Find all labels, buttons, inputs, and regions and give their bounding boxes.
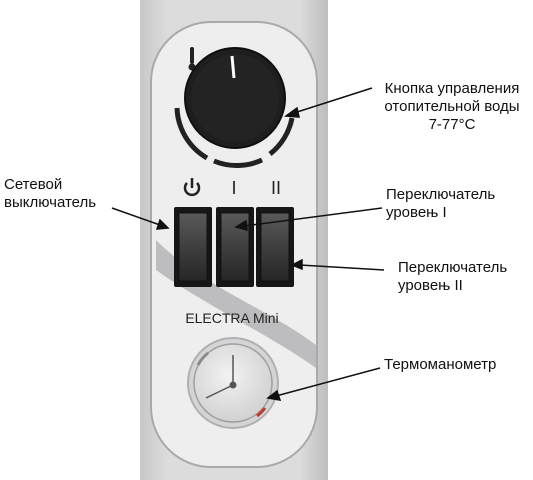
thermomanometer-gauge <box>187 337 279 429</box>
switch-symbol-level1: I <box>231 178 236 198</box>
label-switch-level2-line1: Переключатель <box>398 259 508 276</box>
label-knob-line1: Кнопка управления <box>384 80 520 97</box>
power-switch[interactable] <box>174 207 212 287</box>
model-label: ELECTRA Mini <box>185 310 278 326</box>
gauge-needle-2 <box>205 384 234 399</box>
label-knob-line2: отопительной воды <box>384 98 520 115</box>
label-knob-line3: 7-77°С <box>428 116 476 133</box>
gauge-scale-arc <box>196 351 209 366</box>
switch-level1[interactable] <box>216 207 254 287</box>
power-icon <box>183 178 201 197</box>
knob-scale-arc <box>174 107 295 169</box>
label-switch-level1: Переключатель уровењ I <box>386 186 495 222</box>
knob-indicator <box>230 55 236 79</box>
label-switch-level2-line2: уровењ II <box>398 277 463 294</box>
label-switch-level1-line1: Переключатель <box>386 186 496 203</box>
label-switch-level1-line2: уровењ I <box>386 204 447 221</box>
callout-arrows <box>111 87 385 401</box>
label-power-switch-line2: выключатель <box>4 194 97 211</box>
label-knob: Кнопка управления отопительной воды 7-77… <box>374 80 530 134</box>
gauge-scale-arc-red <box>256 407 267 418</box>
label-power-switch-line1: Сетевой <box>4 176 63 193</box>
temperature-knob[interactable] <box>184 47 286 149</box>
switch-level2[interactable] <box>256 207 294 287</box>
label-gauge: Термоманометр <box>384 356 496 374</box>
switch-symbol-level2: II <box>271 178 281 198</box>
panel-swoosh <box>156 240 316 368</box>
label-power-switch: Сетевой выключатель <box>4 176 96 212</box>
label-gauge-line1: Термоманометр <box>384 356 497 373</box>
label-switch-level2: Переключатель уровењ II <box>398 259 507 295</box>
